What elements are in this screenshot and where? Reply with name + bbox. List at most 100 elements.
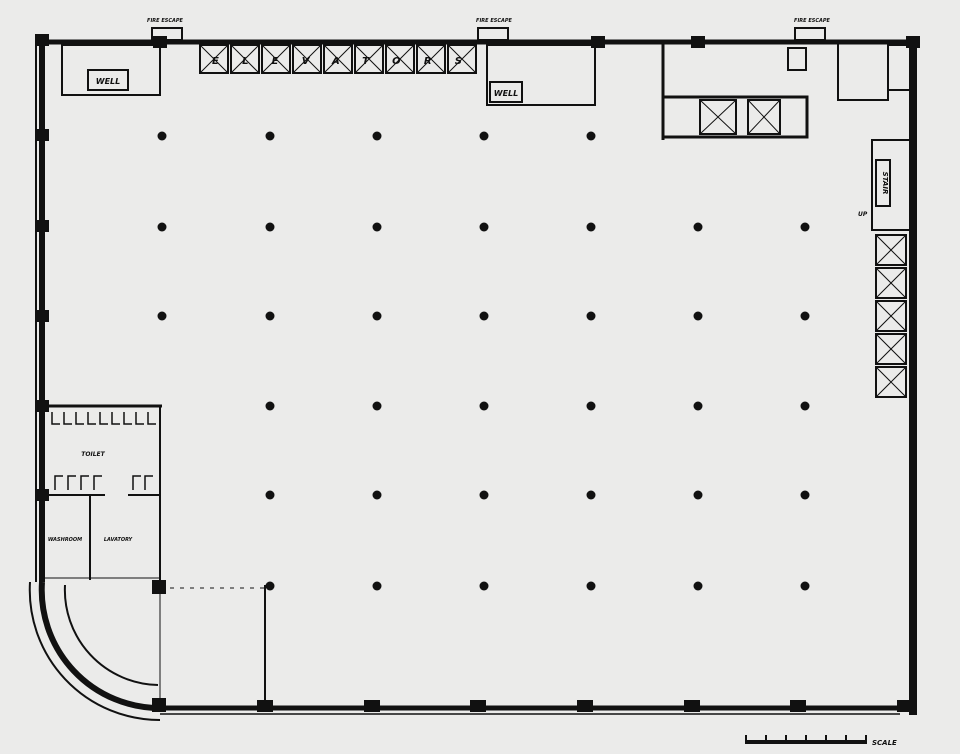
elevator-cross: [875, 300, 907, 332]
scale-tick: [865, 735, 867, 744]
exterior-walls: [28, 39, 917, 722]
column-grid: [157, 131, 810, 591]
well-label: WELL: [494, 89, 518, 98]
scale-bar: SCALE: [745, 735, 897, 747]
pier: [364, 700, 380, 712]
pier: [152, 580, 166, 594]
elevator-cross: [875, 267, 907, 299]
scale-tick: [785, 735, 787, 744]
pier: [684, 700, 700, 712]
column: [586, 311, 596, 321]
column: [800, 581, 810, 591]
pier: [470, 700, 486, 712]
elevator-bank-right: [875, 234, 907, 398]
pier: [35, 310, 49, 322]
elevator-cross: [199, 44, 229, 74]
column: [479, 311, 489, 321]
stair-well-middle: WELL: [486, 44, 596, 106]
pier: [35, 220, 49, 232]
well-label: WELL: [96, 77, 120, 86]
elevator-car: [875, 300, 907, 332]
pier: [35, 34, 49, 46]
fire-escape-label: FIRE ESCAPE: [794, 18, 831, 24]
elevator-car: [385, 44, 415, 74]
column: [800, 311, 810, 321]
scale-tick: [745, 735, 747, 744]
elevator-cross: [385, 44, 415, 74]
column: [265, 401, 275, 411]
pier: [691, 36, 705, 48]
column: [479, 222, 489, 232]
elevator-car: [323, 44, 353, 74]
elevator-cross: [416, 44, 446, 74]
elevator-car: [354, 44, 384, 74]
elevator-car: [875, 234, 907, 266]
column: [800, 222, 810, 232]
column: [479, 401, 489, 411]
elevator-cross: [875, 234, 907, 266]
column: [157, 222, 167, 232]
column: [800, 490, 810, 500]
service-core-top-right: [661, 41, 911, 140]
column: [372, 401, 382, 411]
stair-label: STAIR: [881, 172, 889, 195]
elevator-cross: [261, 44, 291, 74]
up-label: UP: [858, 211, 868, 218]
stair-right: STAIR UP: [858, 139, 913, 231]
elevator-cross: [875, 333, 907, 365]
elevator-car: [199, 44, 229, 74]
pier: [577, 700, 593, 712]
elevator-car: [875, 366, 907, 398]
pier: [790, 700, 806, 712]
column: [479, 581, 489, 591]
column: [586, 490, 596, 500]
elevators-label: ELEVATORS: [212, 56, 462, 67]
elevator-cross: [292, 44, 322, 74]
column: [372, 490, 382, 500]
column: [479, 490, 489, 500]
elevator-car: [261, 44, 291, 74]
elevator-car: [416, 44, 446, 74]
pier: [152, 698, 166, 712]
pier: [35, 129, 49, 141]
scale-tick: [765, 735, 767, 744]
column: [586, 131, 596, 141]
scale-tick: [845, 735, 847, 744]
column: [372, 222, 382, 232]
fire-escape-label: FIRE ESCAPE: [476, 18, 513, 24]
fire-escapes: FIRE ESCAPE FIRE ESCAPE FIRE ESCAPE: [147, 18, 831, 41]
elevator-cross: [323, 44, 353, 74]
washroom-label: WASHROOM: [48, 537, 82, 543]
elevator-cross: [875, 366, 907, 398]
column: [800, 401, 810, 411]
column: [372, 131, 382, 141]
elevator-bank-top: [199, 44, 477, 74]
column: [693, 401, 703, 411]
scale-tick: [805, 735, 807, 744]
column: [157, 311, 167, 321]
elevator-cross: [230, 44, 260, 74]
elevator-car: [230, 44, 260, 74]
scale-label: SCALE: [872, 739, 897, 747]
pier: [906, 36, 920, 48]
column: [372, 311, 382, 321]
column: [693, 490, 703, 500]
elevator-car: [875, 333, 907, 365]
column: [265, 490, 275, 500]
column: [372, 581, 382, 591]
column: [586, 222, 596, 232]
elevator-cross: [447, 44, 477, 74]
stair-well-left: WELL: [61, 44, 161, 96]
toilet-label: TOILET: [81, 451, 105, 458]
scale-tick: [825, 735, 827, 744]
pier: [591, 36, 605, 48]
column: [157, 131, 167, 141]
column: [693, 581, 703, 591]
elevator-cross: [354, 44, 384, 74]
elevator-car: [292, 44, 322, 74]
column: [479, 131, 489, 141]
column: [693, 311, 703, 321]
column: [693, 222, 703, 232]
column: [265, 131, 275, 141]
